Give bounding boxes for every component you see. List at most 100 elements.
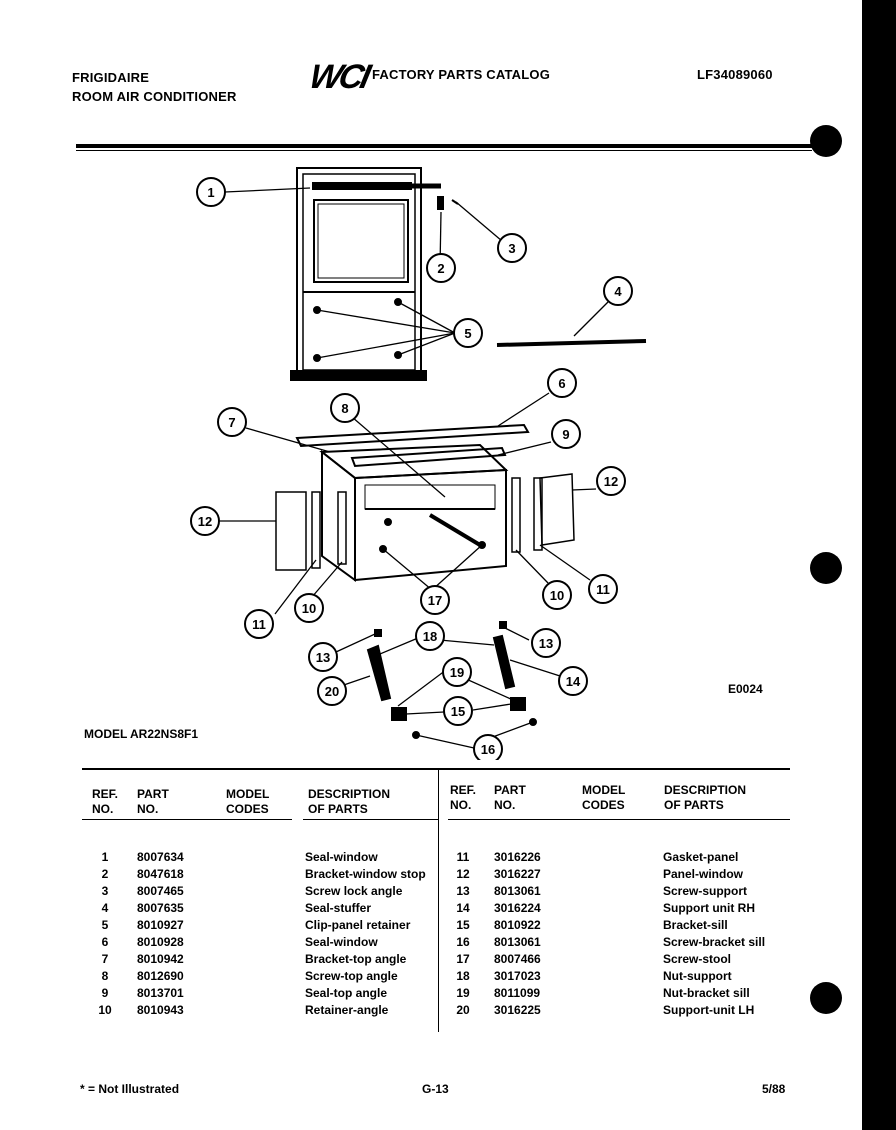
callout-7: 7 [217,407,247,437]
parts-cell-ref: 8 [101,969,109,983]
callout-3: 3 [497,233,527,263]
parts-cell-part: 8011099 [494,986,541,1000]
callout-12-left: 12 [190,506,220,536]
parts-cell-desc: Screw-top angle [305,969,398,983]
parts-cell-desc: Seal-window [305,935,378,949]
parts-cell-ref: 18 [456,969,470,983]
header-model-codes-left: MODEL CODES [226,787,270,816]
diagram-code: E0024 [728,682,763,696]
parts-cell-ref: 13 [456,884,470,898]
callout-9: 9 [551,419,581,449]
parts-cell-part: 8007466 [494,952,541,966]
parts-cell-desc: Screw lock angle [305,884,403,898]
callout-1: 1 [196,177,226,207]
callout-4: 4 [603,276,633,306]
product-name: ROOM AIR CONDITIONER [72,89,237,104]
callout-16: 16 [473,734,503,760]
header-ref-no-left: REF. NO. [92,787,119,816]
callout-19: 19 [442,657,472,687]
callout-6: 6 [547,368,577,398]
callout-13-right: 13 [531,628,561,658]
header-description-right: DESCRIPTION OF PARTS [664,783,747,812]
model-number: MODEL AR22NS8F1 [84,727,199,741]
callout-18: 18 [415,621,445,651]
parts-cell-ref: 11 [456,850,470,864]
parts-cell-desc: Nut-bracket sill [663,986,750,1000]
parts-cell-ref: 10 [98,1003,112,1017]
exploded-parts-diagram: 1 2 3 4 5 6 7 8 9 12 12 11 10 17 10 11 1… [190,167,647,760]
parts-cell-part: 8010927 [137,918,184,932]
callout-8: 8 [330,393,360,423]
parts-cell-part: 8007465 [137,884,184,898]
svg-text:14: 14 [566,674,581,689]
table-top-rule [82,768,790,770]
callout-11-right: 11 [588,574,618,604]
parts-cell-desc: Seal-stuffer [305,901,372,915]
parts-cell-ref: 7 [101,952,109,966]
parts-cell-part: 3016227 [494,867,541,881]
catalog-title: FACTORY PARTS CATALOG [372,67,551,82]
parts-cell-ref: 16 [456,935,470,949]
callout-10-right: 10 [542,580,572,610]
svg-text:5: 5 [464,326,471,341]
parts-cell-ref: 1 [101,850,109,864]
not-illustrated-note: * = Not Illustrated [80,1082,180,1096]
svg-text:19: 19 [450,665,464,680]
parts-cell-desc: Gasket-panel [663,850,739,864]
parts-cell-ref: 14 [456,901,470,915]
document-number: LF34089060 [697,67,773,82]
parts-cell-part: 8010922 [494,918,541,932]
parts-cell-ref: 17 [456,952,470,966]
parts-cell-part: 8010942 [137,952,184,966]
parts-cell-part: 3016225 [494,1003,541,1017]
parts-cell-part: 8007634 [137,850,184,864]
parts-cell-desc: Screw-bracket sill [663,935,766,949]
parts-cell-part: 8007635 [137,901,184,915]
svg-text:7: 7 [228,415,235,430]
parts-cell-part: 3016224 [494,901,541,915]
svg-text:16: 16 [481,742,495,757]
header-underline-left [82,819,292,820]
header-ref-no-right: REF. NO. [450,783,477,812]
parts-cell-desc: Clip-panel retainer [305,918,411,932]
parts-cell-ref: 19 [456,986,470,1000]
parts-cell-part: 8013061 [494,884,541,898]
parts-cell-desc: Support-unit LH [663,1003,755,1017]
svg-text:8: 8 [341,401,348,416]
callout-14: 14 [558,666,588,696]
svg-text:13: 13 [316,650,330,665]
svg-text:15: 15 [451,704,465,719]
parts-cell-ref: 2 [101,867,109,881]
svg-text:10: 10 [302,601,316,616]
header-rule [76,144,812,148]
parts-cell-desc: Seal-window [305,850,378,864]
brand-name: FRIGIDAIRE [72,70,150,85]
parts-cell-part: 8010943 [137,1003,184,1017]
callout-17: 17 [420,585,450,615]
parts-cell-ref: 9 [101,986,109,1000]
svg-text:12: 12 [604,474,618,489]
header-part-no-right: PART NO. [494,783,526,812]
svg-text:13: 13 [539,636,553,651]
svg-text:2: 2 [437,261,444,276]
header-rule-thin [76,150,812,151]
parts-cell-desc: Screw-support [663,884,748,898]
svg-text:4: 4 [614,284,622,299]
parts-cell-ref: 12 [456,867,470,881]
callout-12-right: 12 [596,466,626,496]
parts-cell-desc: Bracket-window stop [305,867,426,881]
parts-cell-part: 8013701 [137,986,184,1000]
parts-cell-ref: 5 [101,918,109,932]
svg-text:6: 6 [558,376,565,391]
parts-cell-desc: Support unit RH [663,901,755,915]
parts-cell-part: 8013061 [494,935,541,949]
svg-text:9: 9 [562,427,569,442]
svg-text:3: 3 [508,241,515,256]
callout-15: 15 [443,696,473,726]
parts-cell-ref: 6 [101,935,109,949]
callout-13-left: 13 [308,642,338,672]
header-underline-right [448,819,790,820]
svg-text:11: 11 [596,582,610,597]
parts-cell-ref: 3 [101,884,109,898]
callout-10-left: 10 [294,593,324,623]
